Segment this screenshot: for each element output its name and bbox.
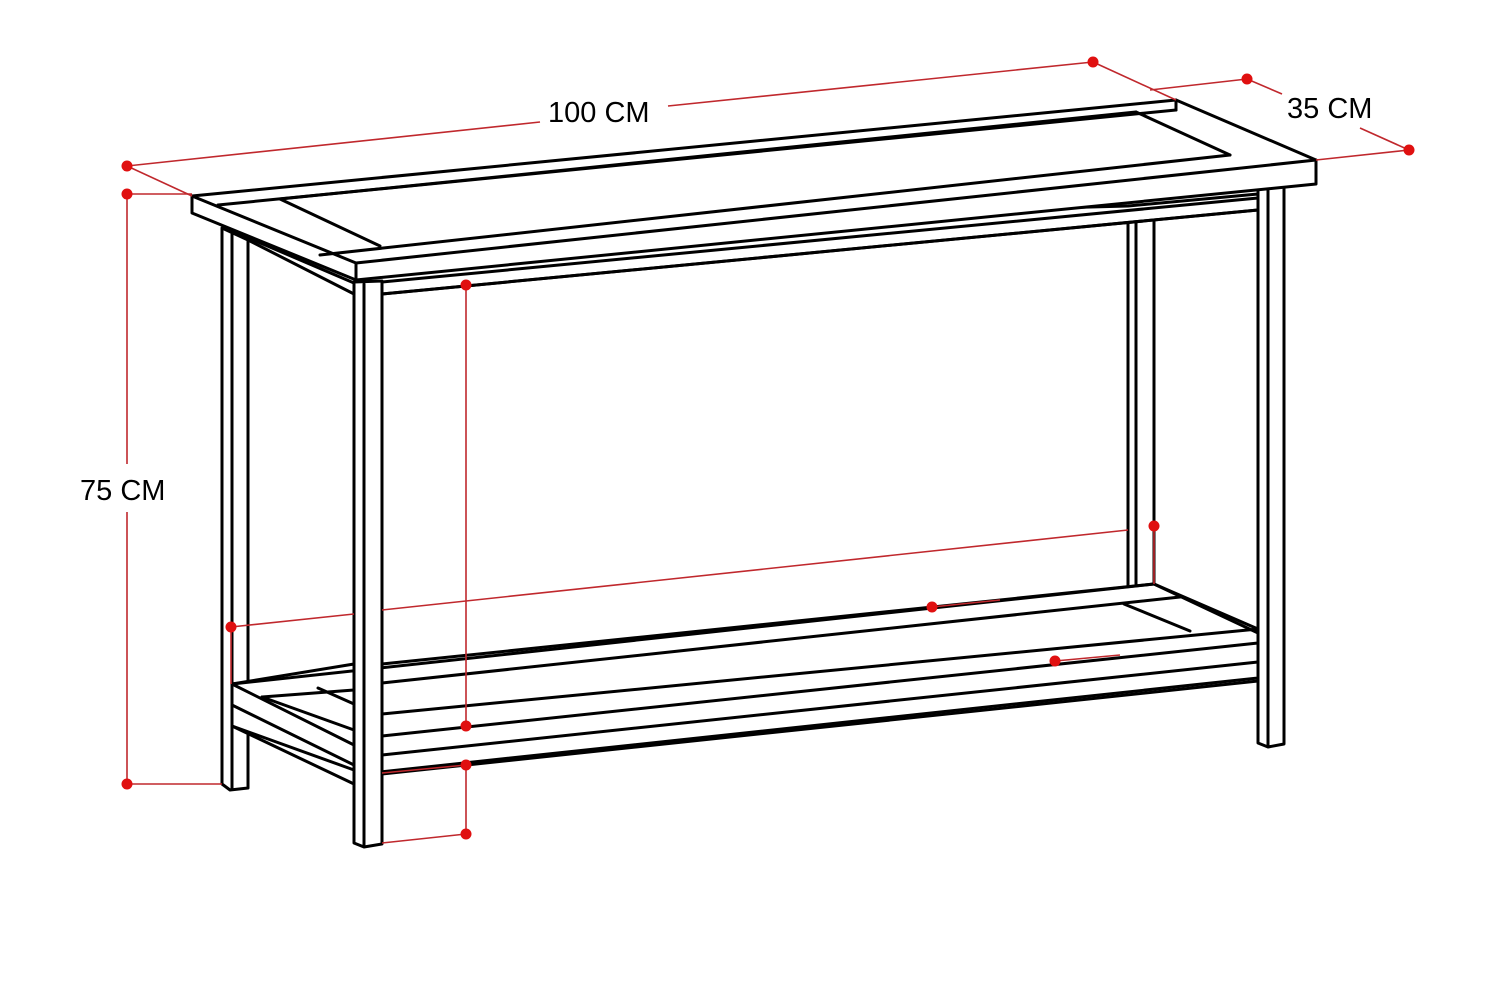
depth-dimension	[1149, 73, 1415, 161]
width-dimension	[121, 56, 1177, 197]
height-dimension	[121, 188, 222, 790]
front-left-leg	[352, 279, 384, 849]
lower-shelf	[230, 582, 1260, 786]
back-left-leg	[220, 226, 250, 792]
shelf-depth-dimension	[926, 599, 1121, 667]
width-label: 100 CM	[544, 97, 654, 129]
back-right-leg	[1126, 206, 1156, 594]
depth-label: 35 CM	[1283, 93, 1377, 125]
floor-clearance-dimension	[381, 759, 472, 844]
shelf-clearance-dimension	[460, 279, 472, 732]
tabletop	[190, 98, 1318, 282]
top-apron	[228, 192, 1260, 297]
shelf-length-dimension	[225, 520, 1160, 684]
front-right-leg	[1256, 182, 1286, 749]
height-label: 75 CM	[76, 475, 170, 507]
